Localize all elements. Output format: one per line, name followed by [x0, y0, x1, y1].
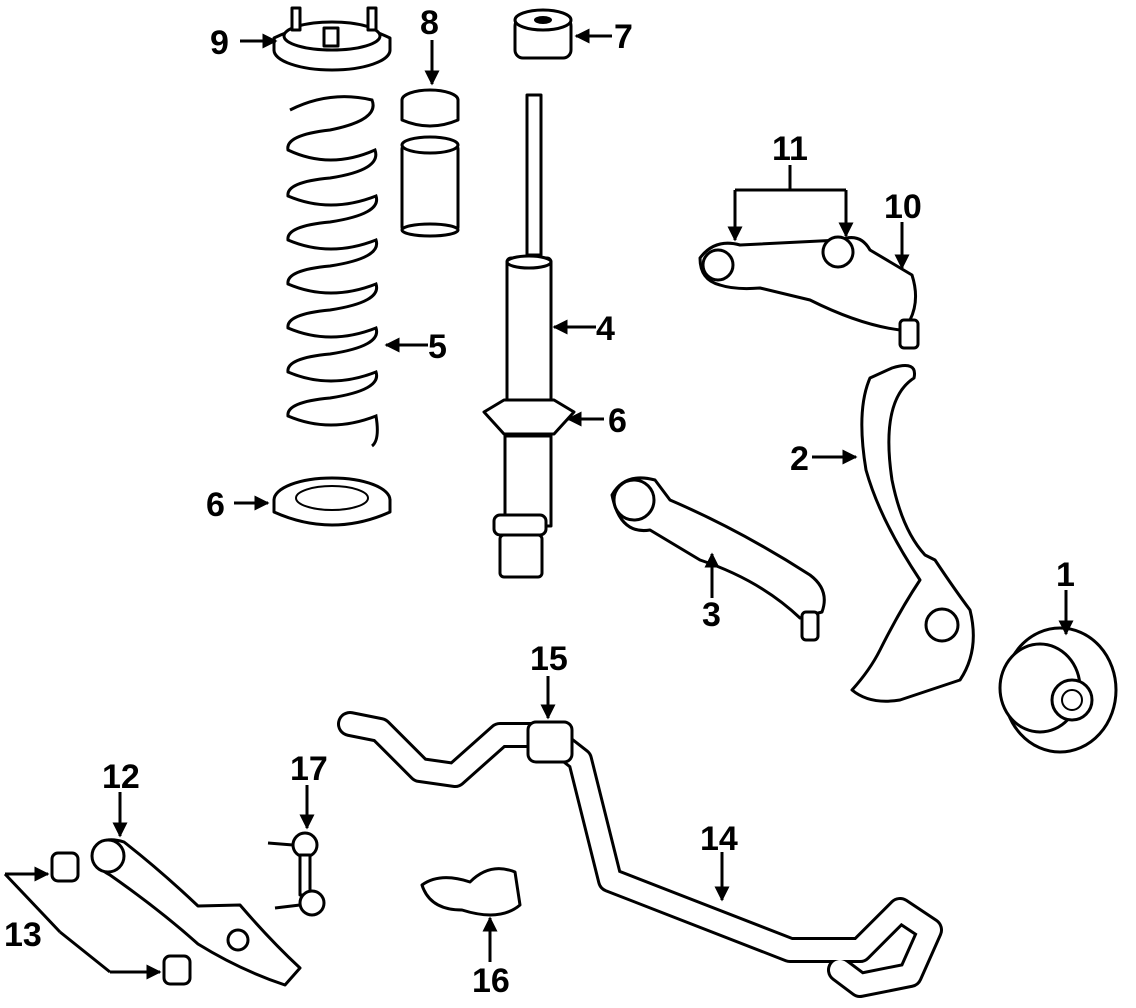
- callout-6b: 6: [608, 402, 627, 440]
- callout-5: 5: [428, 328, 447, 366]
- stabilizer-link: [267, 831, 326, 917]
- callout-11: 11: [772, 130, 808, 168]
- callout-4: 4: [596, 310, 615, 348]
- leader-13-diag-b: [59, 930, 111, 974]
- strut-bushing: [513, 8, 573, 60]
- upper-spring-mount: [272, 6, 392, 72]
- wheel-hub: [998, 626, 1118, 754]
- lower-control-arm: [610, 476, 826, 642]
- callout-16: 16: [472, 962, 510, 1000]
- callout-2: 2: [790, 440, 809, 478]
- callout-9: 9: [210, 24, 229, 62]
- callout-14: 14: [700, 820, 738, 858]
- callout-7: 7: [614, 18, 633, 56]
- strut-assembly: [482, 93, 576, 579]
- callout-15: 15: [530, 640, 568, 678]
- lower-link-arm: [90, 838, 302, 987]
- coil-spring: [286, 95, 379, 448]
- lower-spring-seat: [272, 476, 392, 527]
- steering-knuckle: [850, 364, 975, 703]
- stabilizer-bracket: [420, 867, 522, 917]
- upper-control-arm: [698, 235, 920, 350]
- arm-bushings: [50, 851, 192, 986]
- callout-3: 3: [702, 596, 721, 634]
- callout-17: 17: [290, 750, 328, 788]
- leader-13-diag-a: [3, 872, 62, 934]
- callout-13: 13: [4, 916, 42, 954]
- bump-stop: [400, 88, 460, 238]
- callout-10: 10: [884, 188, 922, 226]
- callout-1: 1: [1056, 556, 1075, 594]
- callout-12: 12: [102, 758, 140, 796]
- stabilizer-bar: [337, 711, 943, 998]
- callout-6a: 6: [206, 486, 225, 524]
- callout-8: 8: [420, 4, 439, 42]
